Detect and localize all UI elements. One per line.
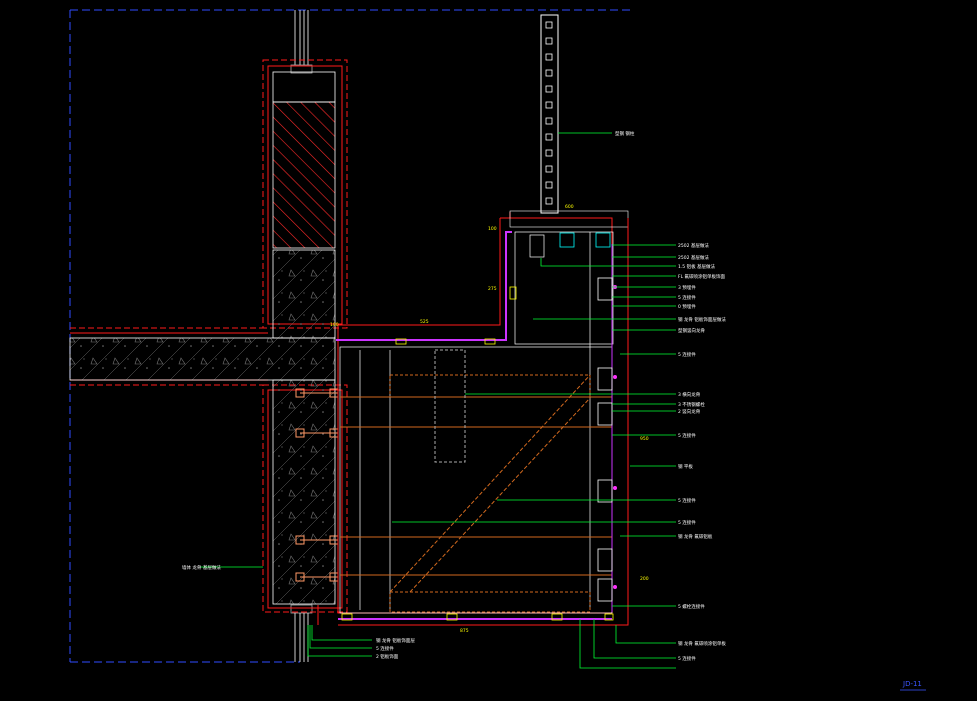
label-l1: 墙体 龙骨 基层做法	[182, 564, 221, 571]
label-r11: 3 横向龙骨	[678, 391, 701, 398]
label-b5: 5 连接件	[376, 645, 394, 652]
label-r9: 型钢竖向龙骨	[678, 327, 705, 334]
label-r1: 2502 基层做法	[678, 242, 709, 249]
label-r2: 2502 基层做法	[678, 254, 709, 261]
label-b7: 钢 龙骨 氟碳喷涂铝单板	[678, 640, 726, 647]
label-r7: 0 预埋件	[678, 303, 696, 310]
label-r6: 5 连接件	[678, 294, 696, 301]
label-b2: 钢 龙骨 氟碳铝板	[678, 533, 713, 540]
label-r14: 5 连接件	[678, 432, 696, 439]
label-b8: 5 连接件	[678, 655, 696, 662]
steel-frame	[339, 231, 614, 614]
aluminium-panel	[336, 231, 613, 620]
label-r15: 钢 平板	[678, 463, 693, 470]
masonry-hatch	[272, 101, 336, 249]
label-r5: 3 预埋件	[678, 284, 696, 291]
dim-left-return: 100	[488, 226, 497, 232]
masonry-block-top	[272, 71, 336, 103]
panel-clips	[341, 286, 614, 621]
leader-lines	[200, 132, 676, 669]
label-r8: 钢 龙骨 铝板饰面层做法	[678, 316, 726, 323]
dimension-labels: 600 100 275 525 950 875 200 100	[330, 204, 649, 634]
dim-side-upper: 275	[488, 286, 497, 292]
cladding-outline	[317, 210, 629, 626]
concrete-upper	[272, 249, 336, 339]
sheet-number: JD-11	[902, 680, 922, 688]
label-r10: 5 连接件	[678, 351, 696, 358]
dim-top-width: 600	[565, 204, 574, 210]
label-b1: 5 连接件	[678, 519, 696, 526]
label-r12: 3 不锈钢螺栓	[678, 401, 705, 408]
label-column: 型钢 钢柱	[615, 130, 635, 137]
label-r3: 1.5 铝板 基层做法	[678, 263, 716, 270]
dim-bottom-width: 875	[460, 628, 469, 634]
dim-right-low: 200	[640, 576, 649, 582]
callout-labels: 型钢 钢柱 2502 基层做法 2502 基层做法 1.5 铝板 基层做法 FL…	[182, 130, 726, 662]
label-r13: 2 竖向龙骨	[678, 408, 701, 415]
dim-side-main: 950	[640, 436, 649, 442]
dim-right-top: 100	[330, 322, 339, 328]
bracket-dots	[613, 285, 617, 589]
label-b6: 2 铝板饰面	[376, 653, 399, 660]
window-mullion-bottom	[290, 604, 313, 662]
concrete-lower	[272, 379, 336, 605]
drawing-border	[69, 9, 632, 663]
label-r16: 5 连接件	[678, 497, 696, 504]
steel-column	[540, 14, 559, 214]
right-brackets	[559, 232, 613, 602]
window-mullion-top	[290, 10, 313, 74]
dim-ledge-width: 525	[420, 319, 429, 325]
label-b3: 5 螺栓连接件	[678, 603, 705, 610]
label-r4: FL 氟碳喷涂铝单板饰面	[678, 273, 726, 280]
concrete-slab	[69, 337, 336, 381]
label-b4: 钢 龙骨 铝板饰面层	[376, 637, 415, 644]
